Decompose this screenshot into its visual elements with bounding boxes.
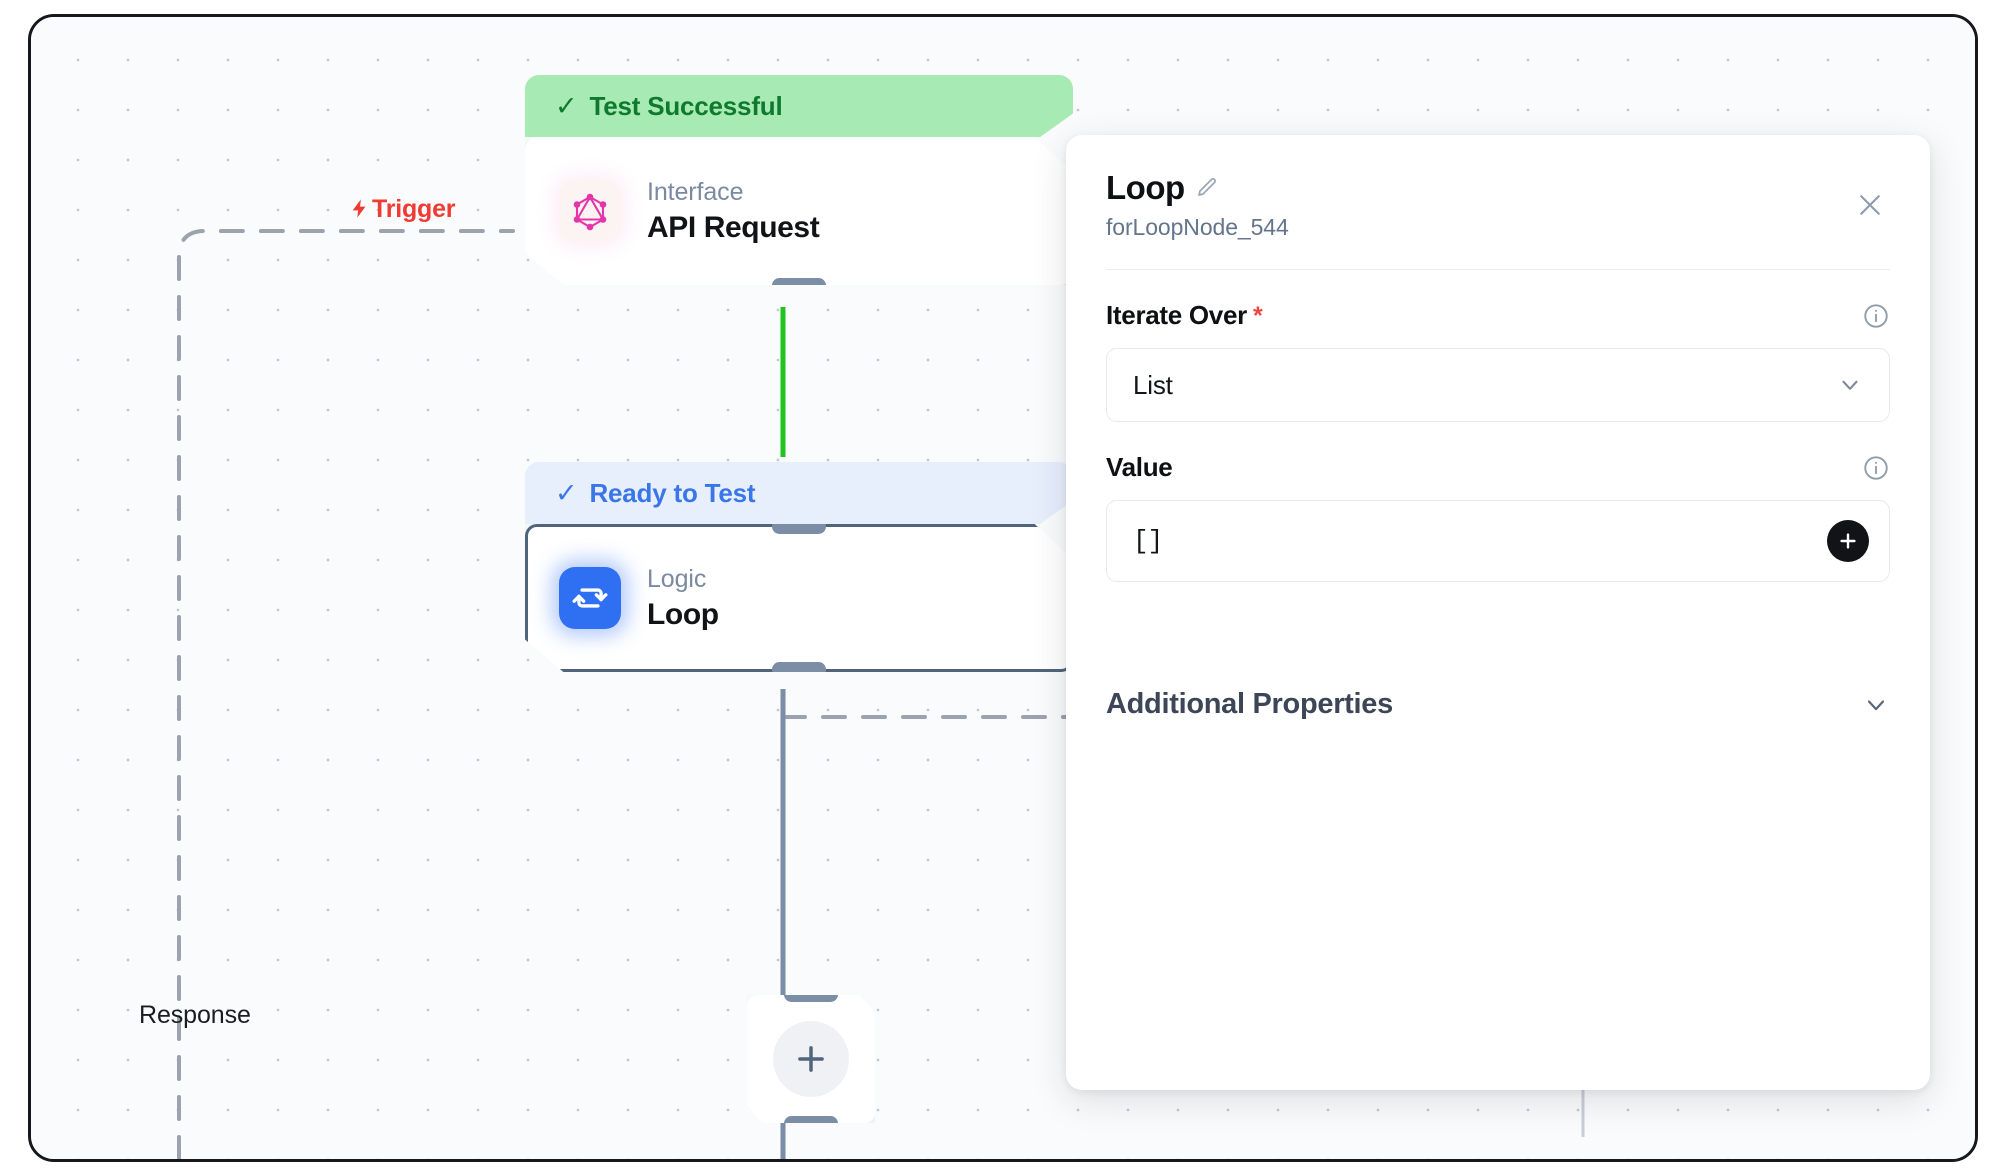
- node-handle-top[interactable]: [772, 524, 826, 534]
- node-status-ready-to-test: ✓ Ready to Test: [525, 462, 1073, 524]
- chevron-down-icon: [1837, 372, 1863, 398]
- required-indicator: *: [1252, 302, 1263, 330]
- node-kind: Logic: [647, 564, 707, 593]
- field-label-row: Value: [1106, 452, 1890, 483]
- additional-properties-section[interactable]: Additional Properties: [1106, 688, 1890, 721]
- chevron-down-icon[interactable]: [1862, 691, 1890, 719]
- node-text-api-request: Interface API Request: [647, 177, 820, 245]
- field-label-text: Iterate Over: [1106, 300, 1247, 330]
- node-api-request[interactable]: ✓ Test Successful: [525, 75, 1073, 285]
- info-icon[interactable]: [1862, 302, 1890, 330]
- panel-subtitle: forLoopNode_544: [1106, 214, 1289, 240]
- node-status-text: Test Successful: [589, 90, 783, 121]
- iterate-over-value: List: [1133, 369, 1173, 400]
- value-input[interactable]: []: [1133, 526, 1163, 556]
- workflow-window: Trigger Response ✓ Test Successful: [28, 14, 1978, 1162]
- node-title: Loop: [647, 597, 719, 631]
- node-card-loop[interactable]: Logic Loop: [525, 524, 1073, 672]
- node-text-loop: Logic Loop: [647, 565, 719, 632]
- node-properties-panel: Loop forLoopNode_544: [1066, 135, 1930, 1090]
- field-label-row: Iterate Over *: [1106, 300, 1890, 331]
- workflow-canvas[interactable]: Trigger Response ✓ Test Successful: [31, 17, 1975, 1159]
- panel-title: Loop: [1106, 169, 1185, 206]
- close-icon[interactable]: [1850, 185, 1890, 225]
- trigger-label-text: Trigger: [372, 195, 456, 223]
- loop-icon: [559, 567, 621, 629]
- field-label-iterate-over: Iterate Over *: [1106, 300, 1263, 331]
- node-handle-bottom[interactable]: [772, 278, 826, 285]
- iterate-over-select[interactable]: List: [1106, 348, 1890, 422]
- info-icon[interactable]: [1862, 454, 1890, 482]
- node-handle-bottom[interactable]: [772, 662, 826, 672]
- panel-header: Loop forLoopNode_544: [1106, 135, 1890, 241]
- field-label-text: Value: [1106, 452, 1173, 482]
- node-loop[interactable]: ✓ Ready to Test Logic Loop: [525, 462, 1073, 672]
- additional-properties-label: Additional Properties: [1106, 688, 1393, 720]
- add-node-handle-top[interactable]: [784, 995, 838, 1002]
- lightning-bolt-icon: [349, 195, 371, 222]
- field-label-value: Value: [1106, 452, 1173, 483]
- node-card-api-request[interactable]: Interface API Request: [525, 137, 1073, 285]
- node-status-test-successful: ✓ Test Successful: [525, 75, 1073, 137]
- panel-title-row: Loop: [1106, 169, 1890, 207]
- check-icon: ✓: [555, 477, 578, 508]
- check-icon: ✓: [555, 90, 578, 121]
- field-iterate-over: Iterate Over * List: [1106, 300, 1890, 422]
- add-value-button[interactable]: [1827, 520, 1869, 562]
- graphql-icon: [559, 180, 621, 242]
- value-input-box[interactable]: []: [1106, 500, 1890, 582]
- plus-icon[interactable]: [773, 1021, 849, 1097]
- add-node-button[interactable]: [747, 995, 875, 1123]
- node-title: API Request: [647, 210, 820, 244]
- node-kind: Interface: [647, 177, 744, 206]
- response-label: Response: [139, 1001, 251, 1029]
- panel-divider: [1106, 269, 1890, 270]
- field-value: Value []: [1106, 452, 1890, 582]
- node-status-text: Ready to Test: [589, 477, 756, 508]
- trigger-label: Trigger: [349, 195, 456, 224]
- pencil-icon[interactable]: [1195, 176, 1219, 200]
- add-node-handle-bottom[interactable]: [784, 1116, 838, 1123]
